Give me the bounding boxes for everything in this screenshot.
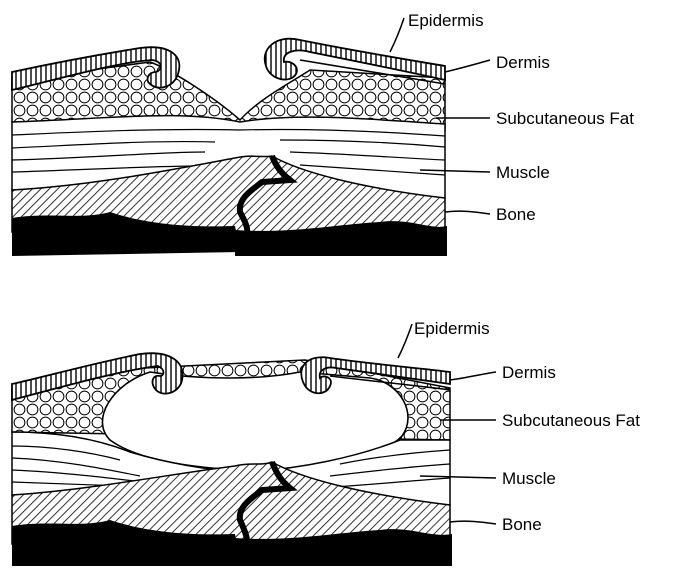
diagram-2-leader-epidermis bbox=[398, 324, 412, 358]
diagram-2-label-fat: Subcutaneous Fat bbox=[502, 411, 640, 430]
diagram-2-leader-dermis bbox=[450, 372, 496, 380]
diagram-2-leader-bone bbox=[450, 521, 496, 524]
diagram-1-leader-bone bbox=[445, 211, 490, 214]
diagram-1-leader-epidermis bbox=[390, 18, 404, 52]
diagram-1-label-epidermis: Epidermis bbox=[408, 11, 484, 30]
diagram-1-label-dermis: Dermis bbox=[496, 53, 550, 72]
diagram-1-label-muscle: Muscle bbox=[496, 163, 550, 182]
diagram-1-label-fat: Subcutaneous Fat bbox=[496, 109, 634, 128]
diagram-2-label-dermis: Dermis bbox=[502, 363, 556, 382]
diagram-1-leader-dermis bbox=[445, 60, 490, 72]
diagram-1-label-bone: Bone bbox=[496, 205, 536, 224]
diagram-2-label-bone: Bone bbox=[502, 515, 542, 534]
diagram-2-label-epidermis: Epidermis bbox=[414, 319, 490, 338]
diagram-2: Epidermis Dermis Subcutaneous Fat Muscle… bbox=[12, 319, 640, 566]
diagram-1: Epidermis Dermis Subcutaneous Fat Muscle… bbox=[12, 11, 634, 256]
diagram-2-label-muscle: Muscle bbox=[502, 469, 556, 488]
